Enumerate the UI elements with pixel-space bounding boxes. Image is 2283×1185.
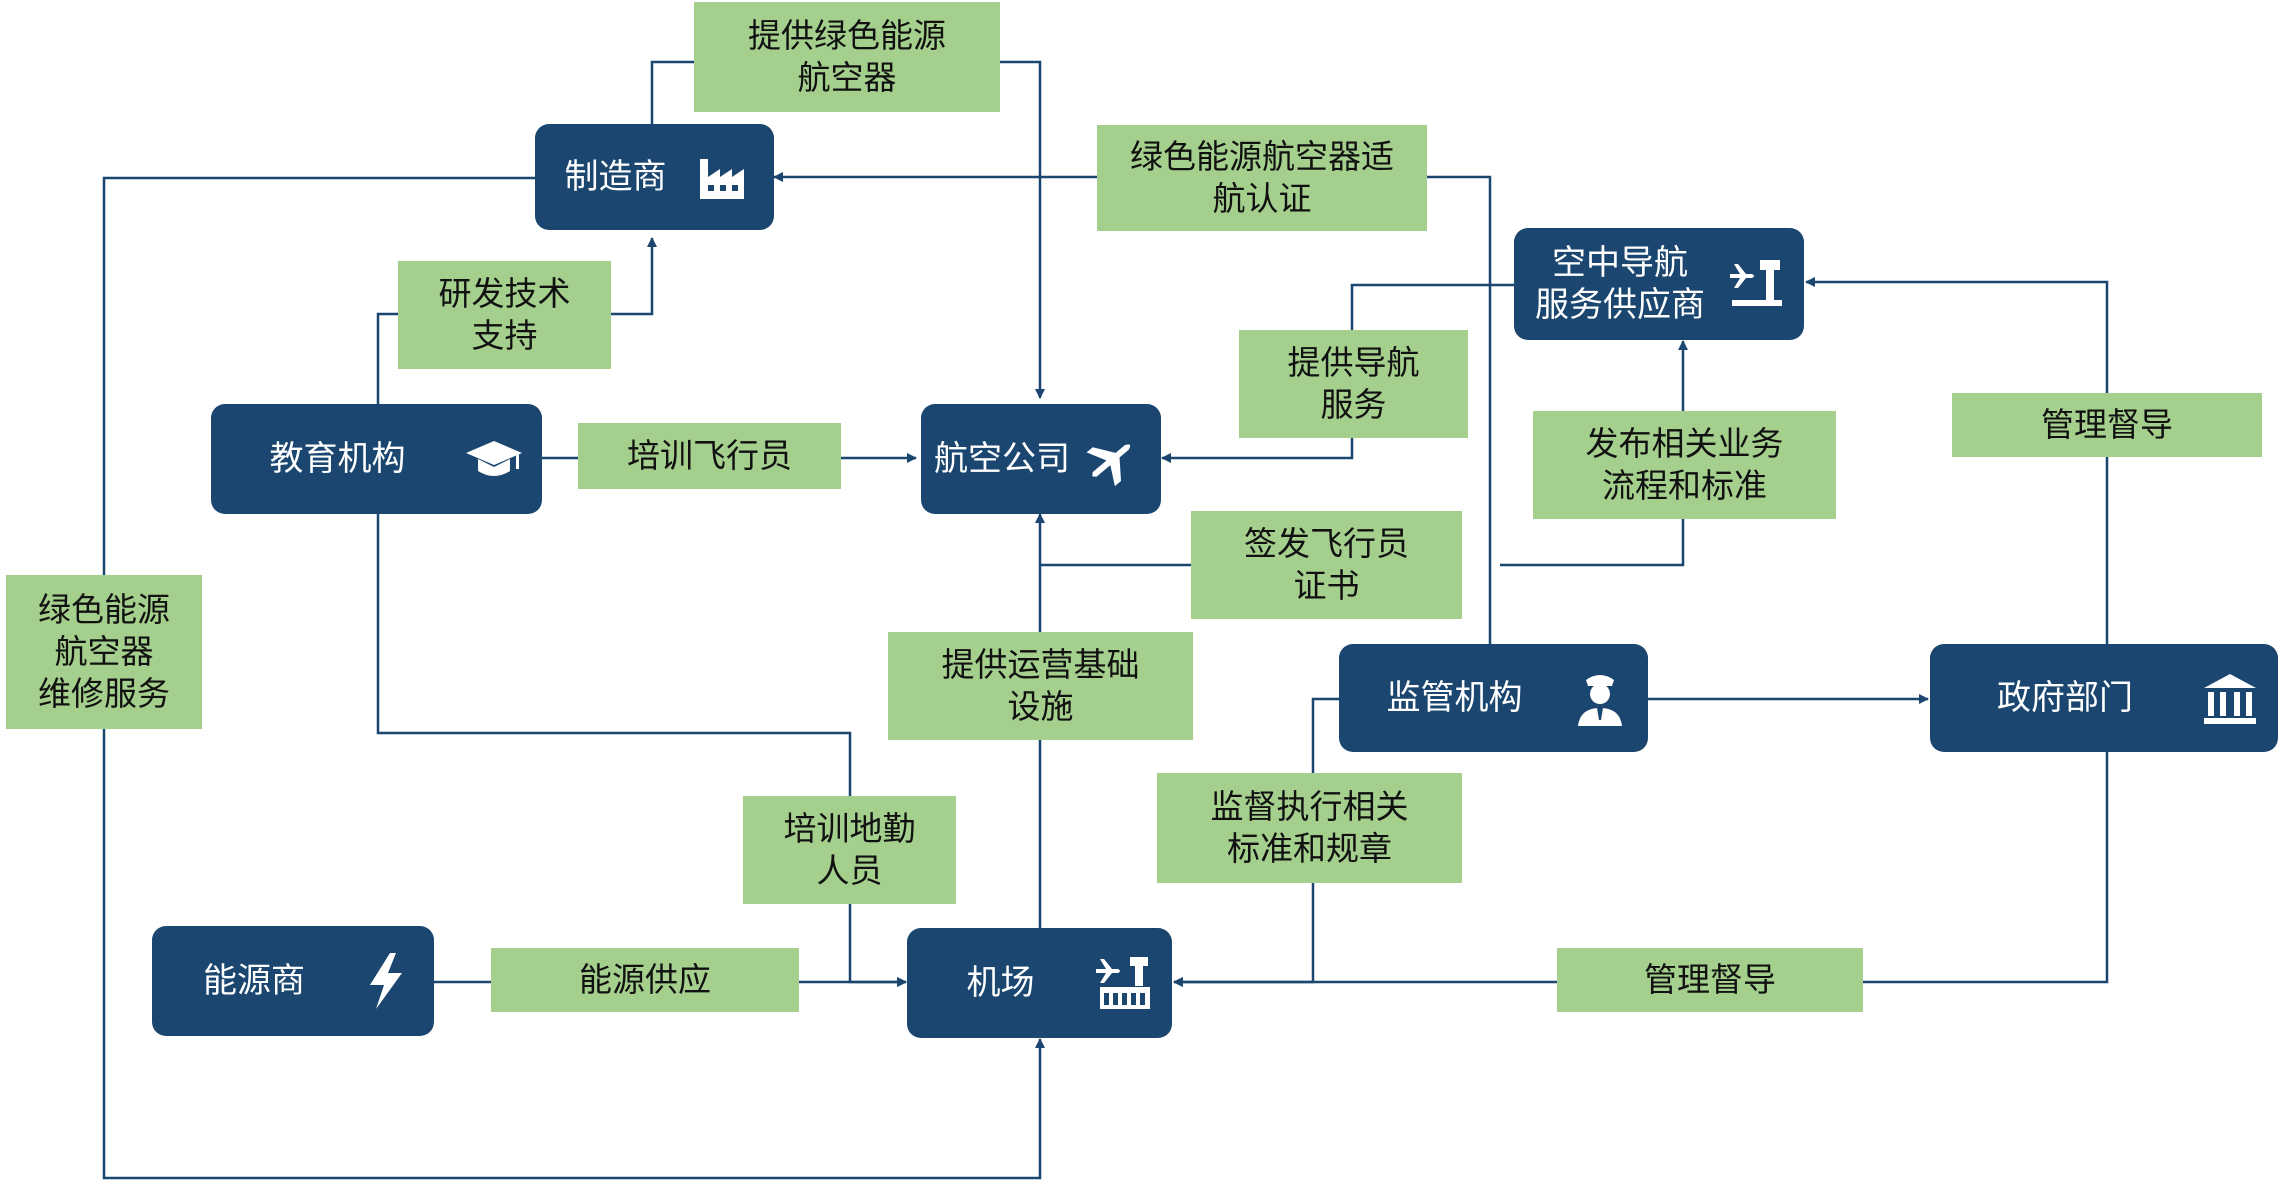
lightning-icon <box>370 953 402 1009</box>
airplane-icon <box>1086 444 1131 487</box>
node-manufacturer-label: 制造商 <box>564 157 667 197</box>
node-education: 教育机构 <box>211 404 542 514</box>
factory-icon <box>700 159 744 199</box>
connector-education-airport <box>376 514 907 987</box>
tag-train-pilots: 培训飞行员 <box>578 423 841 489</box>
node-regulator: 监管机构 <box>1339 644 1648 752</box>
tag-supply-aircraft: 提供绿色能源 航空器 <box>694 2 1000 112</box>
node-government-label: 政府部门 <box>1997 678 2133 718</box>
tag-government-guidance-top: 管理督导 <box>1952 393 2262 457</box>
tag-supervise: 监督执行相关 标准和规章 <box>1157 773 1462 883</box>
node-government: 政府部门 <box>1930 644 2278 752</box>
node-airport: 机场 <box>907 928 1172 1038</box>
node-energy: 能源商 <box>152 926 434 1036</box>
connector-government-airport <box>1173 752 2109 987</box>
government-building-icon <box>2204 674 2256 724</box>
connector-regulator-manufacturer <box>773 172 1492 644</box>
graduation-cap-icon <box>466 441 522 476</box>
airport-icon <box>1096 957 1150 1009</box>
tag-government-guidance-bottom: 管理督导 <box>1557 948 1863 1012</box>
tag-infrastructure: 提供运营基础 设施 <box>888 632 1193 740</box>
connector-manufacturer-airline <box>650 60 1045 399</box>
connector-manufacturer-airport <box>102 176 1045 1180</box>
node-manufacturer: 制造商 <box>535 124 774 230</box>
tag-airworthiness: 绿色能源航空器适 航认证 <box>1097 125 1427 231</box>
tag-pilot-license: 签发飞行员 证书 <box>1191 511 1462 619</box>
node-education-label: 教育机构 <box>269 439 406 479</box>
tag-train-ground-staff: 培训地勤 人员 <box>743 796 956 904</box>
tag-rd-support: 研发技术 支持 <box>398 261 611 369</box>
connector-government-navigation <box>1805 277 2109 644</box>
node-airline: 航空公司 <box>921 404 1161 514</box>
node-air-navigation: 空中导航 服务供应商 <box>1514 228 1804 340</box>
node-energy-label: 能源商 <box>203 961 305 1001</box>
control-tower-plane-icon <box>1730 260 1782 306</box>
node-airport-label: 机场 <box>966 963 1035 1003</box>
tag-navigation-service: 提供导航 服务 <box>1239 330 1468 438</box>
officer-icon <box>1578 675 1622 726</box>
node-airline-label: 航空公司 <box>934 439 1070 479</box>
node-regulator-label: 监管机构 <box>1386 678 1523 718</box>
node-air-navigation-label: 空中导航 服务供应商 <box>1535 243 1705 325</box>
tag-maintenance: 绿色能源 航空器 维修服务 <box>6 575 202 729</box>
tag-publish-standards: 发布相关业务 流程和标准 <box>1533 411 1836 519</box>
tag-energy-supply: 能源供应 <box>491 948 799 1012</box>
